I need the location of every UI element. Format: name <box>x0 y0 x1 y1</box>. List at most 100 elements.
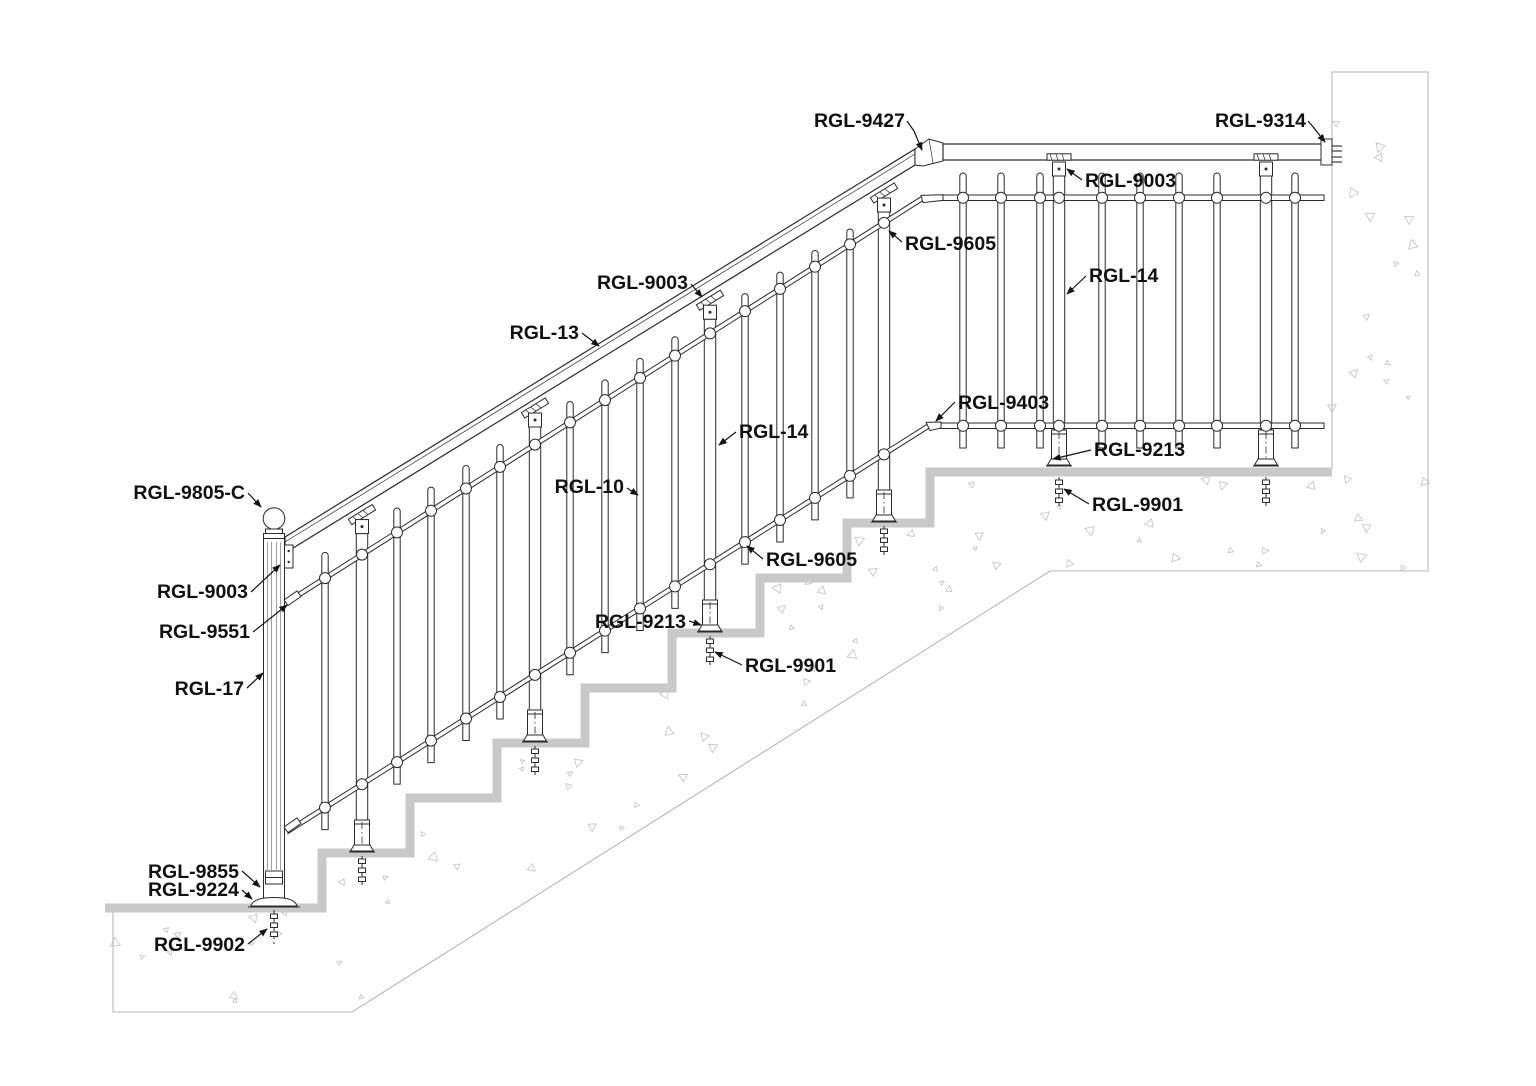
anchor-bolt-segment <box>880 537 888 543</box>
anchor-bolt-segment <box>1262 488 1270 494</box>
leader-line-rgl-9403 <box>935 401 956 422</box>
stipple-triangle <box>802 678 812 687</box>
stipple-triangle <box>1261 546 1270 556</box>
callout-rgl-9003-stair: RGL-9003 <box>597 272 703 298</box>
stipple-triangle <box>816 585 826 595</box>
callout-rgl-13: RGL-13 <box>510 322 600 347</box>
post-base-flange <box>1046 458 1072 466</box>
ball-connector <box>995 191 1007 204</box>
stipple-triangle <box>1349 186 1360 199</box>
ball-connector <box>704 558 716 571</box>
stipple-triangle <box>1171 552 1182 563</box>
stipple-triangle <box>664 725 675 736</box>
stair-rail-bracket <box>695 289 725 320</box>
ball-connector <box>1053 419 1065 432</box>
ball-connector <box>494 691 506 704</box>
ball-connector <box>1134 419 1146 432</box>
callout-rgl-9213-stair: RGL-9213 <box>595 611 702 633</box>
leader-line-rgl-9551 <box>252 604 288 633</box>
baluster <box>496 444 504 720</box>
stair-post <box>697 318 723 668</box>
stair-step-profile <box>105 467 1332 913</box>
part-label-rgl-9314: RGL-9314 <box>1215 110 1306 132</box>
ball-connector <box>529 668 541 681</box>
stipple-triangle <box>788 624 796 631</box>
ball-connector <box>809 491 821 504</box>
part-label-rgl-14-stair: RGL-14 <box>739 421 809 443</box>
post-ball-cap <box>262 507 286 530</box>
ball-connector <box>1134 191 1146 204</box>
part-label-rgl-9805-c: RGL-9805-C <box>133 482 245 504</box>
leader-line-rgl-9314 <box>1307 120 1326 143</box>
leader-line-rgl-9003-post <box>250 564 281 593</box>
stipple-triangle <box>358 993 365 1000</box>
anchor-bolt-segment <box>270 922 278 928</box>
part-label-rgl-9224: RGL-9224 <box>148 879 239 901</box>
ball-connector <box>669 580 681 593</box>
ball-connector <box>356 778 368 791</box>
ball-connector <box>564 646 576 659</box>
callout-rgl-9855: RGL-9855 <box>148 861 261 888</box>
stipple-triangle <box>1356 552 1368 564</box>
baluster <box>846 228 854 499</box>
part-label-rgl-9213-landing: RGL-9213 <box>1094 439 1185 461</box>
bracket-plate <box>1046 153 1072 161</box>
callout-rgl-9003-post: RGL-9003 <box>157 564 281 603</box>
baluster <box>601 379 609 654</box>
baluster <box>997 172 1005 449</box>
anchor-bolt-segment <box>880 546 888 552</box>
anchor-bolt-segment <box>270 931 278 937</box>
baluster <box>1213 172 1221 449</box>
leader-line-rgl-17 <box>246 672 264 689</box>
stipple-triangle <box>1348 368 1359 379</box>
part-label-rgl-9403: RGL-9403 <box>958 392 1049 414</box>
ball-connector <box>739 305 751 318</box>
callout-rgl-14-stair: RGL-14 <box>718 421 809 446</box>
stipple-triangle <box>1407 238 1419 250</box>
part-label-rgl-14-landing: RGL-14 <box>1089 265 1159 287</box>
ball-connector <box>425 734 437 747</box>
stipple-triangle <box>109 936 122 947</box>
leader-line-rgl-9805-c <box>247 492 262 508</box>
leader-line-rgl-9003-stair <box>690 283 703 298</box>
stipple-triangle <box>565 783 573 791</box>
part-label-rgl-9901-landing: RGL-9901 <box>1092 494 1183 516</box>
baluster <box>741 293 749 565</box>
stipple-triangle <box>700 732 711 743</box>
baluster <box>811 250 819 521</box>
stair-rail-bracket <box>869 182 899 213</box>
baluster <box>321 551 329 831</box>
callout-rgl-9314: RGL-9314 <box>1215 110 1326 143</box>
post-body <box>355 533 369 821</box>
leader-line-rgl-9605-lower <box>746 545 764 560</box>
callout-rgl-9213-landing: RGL-9213 <box>1052 439 1185 461</box>
mid-rail-transition <box>920 194 944 204</box>
stipple-triangle <box>1400 564 1407 572</box>
stipple-triangle <box>800 699 808 706</box>
stipple-triangle <box>1375 142 1387 154</box>
stipple-triangle <box>1403 215 1415 226</box>
baluster <box>1291 172 1299 449</box>
leader-line-rgl-9213-landing <box>1052 449 1092 461</box>
ball-connector <box>460 712 472 725</box>
ball-connector <box>878 448 890 461</box>
callout-rgl-9551: RGL-9551 <box>159 604 288 643</box>
stipple-triangle <box>1364 212 1376 223</box>
stipple-triangle <box>1084 525 1095 537</box>
baluster <box>1175 172 1183 449</box>
mid-rail-connector <box>283 590 302 607</box>
ball-connector <box>494 460 506 473</box>
stipple-triangle <box>1255 560 1263 568</box>
ball-connector <box>356 548 368 561</box>
callout-rgl-9901-stair: RGL-9901 <box>714 651 836 677</box>
ball-connector <box>599 624 611 637</box>
end-post-body <box>263 538 285 899</box>
baluster <box>1036 172 1044 449</box>
stipple-triangle <box>1373 152 1383 163</box>
stipple-triangle <box>337 878 345 886</box>
stipple-triangle <box>1227 546 1235 554</box>
leader-line-rgl-9427 <box>906 120 923 151</box>
anchor-bolt-segment <box>706 647 714 653</box>
post-body <box>528 426 542 711</box>
